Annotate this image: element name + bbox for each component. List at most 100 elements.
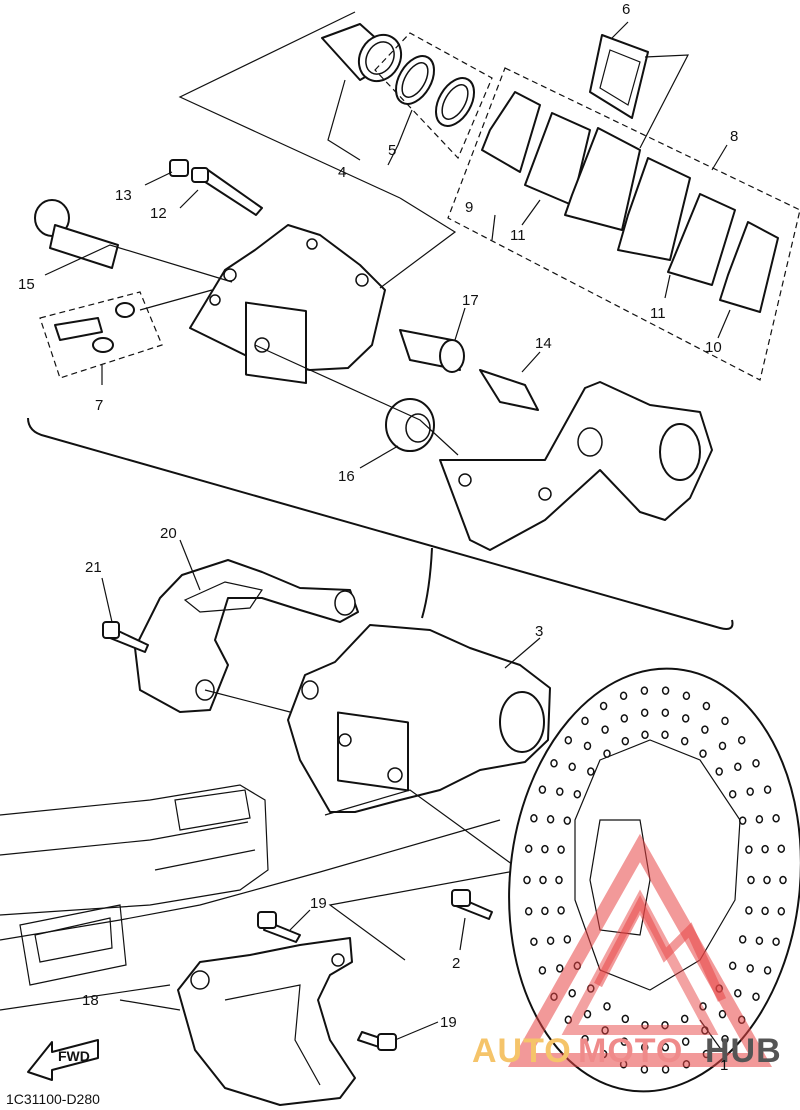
disc-hole [541,906,549,916]
disc-hole [728,961,737,971]
disc-hole [734,762,742,772]
disc-hole [603,1002,611,1011]
callout-5: 5 [388,142,396,159]
callout-1: 1 [720,1057,728,1074]
callout-12: 12 [150,205,167,222]
disc-hole [752,759,760,768]
callout-20: 20 [160,525,177,542]
disc-hole [763,875,771,885]
disc-hole [763,785,772,794]
pad-spring-part [589,34,649,119]
caliper-bracket-part [134,559,359,713]
callout-15: 15 [18,276,35,293]
disc-hole [541,844,549,854]
disc-hole [761,906,769,916]
fwd-label: FWD [58,1048,90,1064]
disc-hole [563,816,572,825]
brake-pad-shim-part [481,91,541,173]
disc-hole [524,844,533,853]
disc-hole [738,816,747,825]
bleed-screw-part [54,302,135,353]
callout-4: 4 [338,164,346,181]
disc-hole [681,1037,690,1046]
disc-hole [530,814,538,823]
brake-pad-part [617,157,736,286]
disc-hole [745,906,753,915]
bolt-part [191,167,263,216]
disc-hole [661,708,670,717]
disc-hole [738,935,747,944]
disc-hole [603,749,611,758]
disc-hole [701,725,709,734]
disc-hole [737,735,746,745]
forward-direction-arrow: FWD [27,1039,99,1081]
disc-hole [640,1043,649,1052]
bushing-part [399,329,465,373]
disc-hole [599,701,608,711]
disc-hole [621,736,630,746]
disc-hole [755,815,764,824]
bolt-part [169,159,189,177]
callout-11b: 11 [650,305,666,322]
disc-hole [755,936,764,945]
disc-hole [538,785,547,794]
disc-hole [640,686,649,695]
disc-hole [640,708,649,717]
brake-pad-shim-part [719,221,779,313]
callout-8: 8 [730,128,738,145]
disc-hole [641,730,649,740]
disc-hole [546,936,555,945]
disc-hole [620,714,629,723]
disc-hole [680,736,689,746]
disc-hole [772,937,780,946]
disc-hole [583,1009,592,1019]
disc-hole [718,741,727,751]
caliper-bracket-part [439,381,713,551]
disc-hole [538,966,547,975]
disc-hole [747,875,755,885]
disc-hole [680,1014,689,1024]
callout-11a: 11 [510,227,526,244]
callout-14: 14 [535,335,552,352]
disc-hole [699,749,707,758]
disc-hole [587,767,595,776]
disc-hole [777,907,786,916]
disc-hole [682,691,691,701]
disc-hole [721,716,729,726]
callout-3: 3 [535,623,543,640]
disc-hole [581,1034,589,1044]
watermark-word-moto: MOTO [578,1032,683,1070]
caliper-body-part [189,224,386,385]
disc-hole [734,988,742,998]
disc-hole [746,964,754,973]
disc-hole [557,845,565,854]
bolt-part [257,911,301,943]
brake-pad-part [524,112,641,231]
disc-hole [772,814,780,823]
pin-part [479,369,539,411]
disc-hole [661,686,670,695]
callout-2: 2 [452,955,460,972]
disc-hole [539,875,547,885]
callout-21: 21 [85,559,102,576]
callout-9: 9 [465,199,473,216]
disc-hole [620,1037,629,1046]
disc-hole [718,1009,727,1019]
disc-hole [777,844,786,853]
watermark-word-hub: HUB [705,1032,782,1070]
disc-hole [546,815,555,824]
callout-17: 17 [462,292,479,309]
disc-hole [555,875,563,885]
disc-hole [763,966,772,975]
disc-hole [550,759,558,768]
disc-hole [530,937,538,946]
disc-hole [721,1034,729,1044]
disc-hole [556,787,564,796]
disc-hole [752,992,760,1001]
automotohub-logo: AUTO MOTO HUB [472,833,782,1070]
slide-pin-part [34,199,119,269]
disc-guard-part [177,937,356,1106]
disc-hole [557,906,565,915]
diagram-code: 1C31100-D280 [6,1091,100,1107]
